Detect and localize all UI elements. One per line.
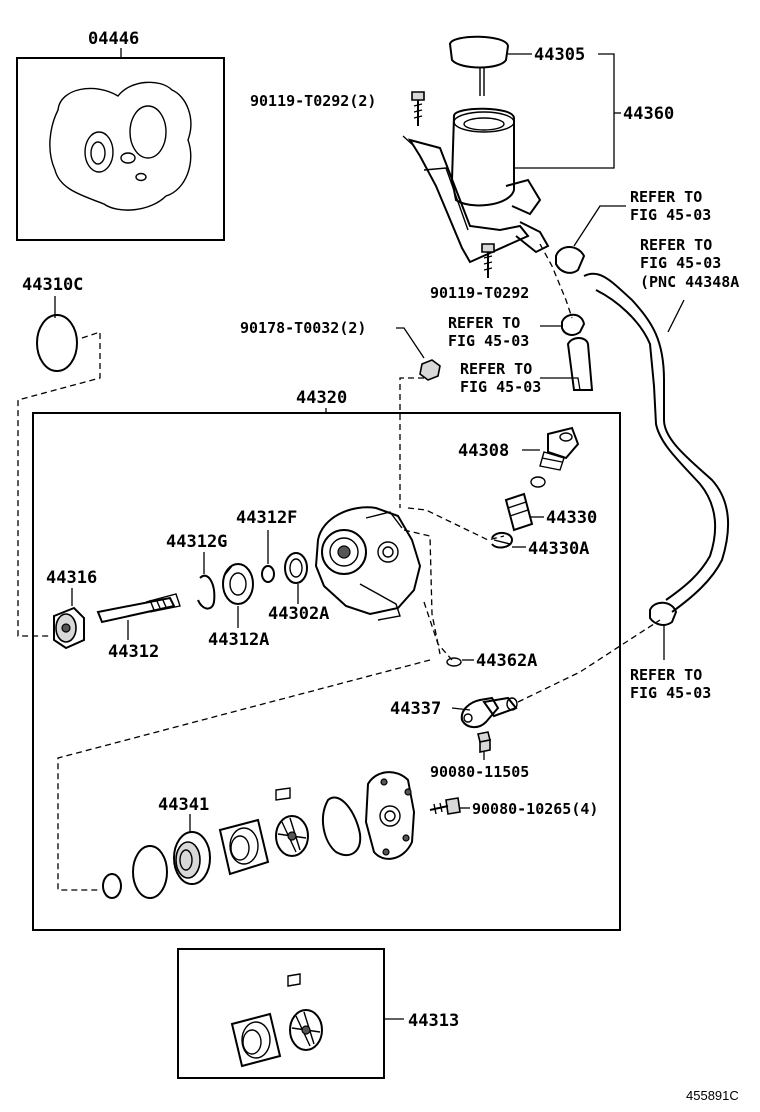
part-label-44302a: 44302A: [268, 604, 329, 624]
rotor-kit: [289, 1009, 323, 1051]
figure-code: 455891C: [686, 1088, 739, 1103]
part-label-44360: 44360: [623, 104, 674, 124]
gasket-hole-oval: [84, 131, 114, 173]
part-label-90080-10265-4: 90080-10265(4): [472, 800, 598, 818]
snap-ring-44312g: [197, 574, 216, 610]
part-label-44313: 44313: [408, 1011, 459, 1031]
gasket-kit-box: [16, 57, 225, 241]
part-label-44312f: 44312F: [236, 508, 297, 528]
bolt-90119-t0292-upper: [411, 91, 425, 126]
part-label-04446: 04446: [88, 29, 139, 49]
union-44308: [539, 426, 580, 471]
part-label-90119-t0292-2: 90119-T0292(2): [250, 92, 376, 110]
ref1-line1: REFER TO: [630, 188, 702, 206]
part-label-44316: 44316: [46, 568, 97, 588]
dashed-leader-oring: [17, 331, 101, 637]
dashed-leader-hose: [539, 243, 573, 319]
ref2-line2: FIG 45-03: [640, 254, 721, 272]
gasket-hole-large: [129, 105, 167, 159]
rotor: [275, 815, 309, 857]
spring-44330a: [491, 532, 514, 549]
bolt-90080-10265: [429, 797, 461, 815]
seal-44302a: [284, 552, 308, 584]
bearing-44312a: [222, 563, 254, 605]
hose-clamp-upper: [555, 246, 586, 274]
o-ring-44310c: [36, 314, 78, 372]
pump-assembly-box: [32, 412, 621, 931]
shaft-44312: [96, 593, 181, 624]
part-label-44308: 44308: [458, 441, 509, 461]
part-label-44330a: 44330A: [528, 539, 589, 559]
reservoir-lower-pipe: [515, 221, 550, 254]
o-ring-large-lower: [132, 845, 168, 899]
ref5-line2: FIG 45-03: [630, 684, 711, 702]
part-label-44305: 44305: [534, 45, 585, 65]
reservoir-cap: [448, 35, 510, 69]
reservoir-tank: [450, 107, 515, 207]
gasket-hole-small: [120, 152, 136, 164]
flow-control-valve-44330: [504, 492, 534, 532]
part-label-44337: 44337: [390, 699, 441, 719]
o-ring-44362a: [446, 657, 462, 667]
reservoir-assembly: [402, 35, 550, 264]
gasket-hole-tiny: [135, 172, 147, 182]
part-label-44312: 44312: [108, 642, 159, 662]
bolt-90119-t0292-lower: [481, 243, 495, 278]
rear-housing: [364, 771, 416, 860]
part-label-44312g: 44312G: [166, 532, 227, 552]
ref2-line1: REFER TO: [640, 236, 712, 254]
gasket-kit-group: [16, 48, 225, 241]
supply-hose-stub: [566, 337, 594, 391]
reservoir-bracket: [407, 138, 530, 264]
part-label-44310c: 44310C: [22, 275, 83, 295]
part-label-90178-t0032-2: 90178-T0032(2): [240, 319, 366, 337]
part-label-44312a: 44312A: [208, 630, 269, 650]
reservoir-outlet-pipe: [505, 178, 542, 216]
side-plate-44341: [173, 831, 211, 885]
part-label-44320: 44320: [296, 388, 347, 408]
cam-ring: [218, 818, 270, 876]
o-ring-44308: [530, 476, 546, 488]
return-hose: [583, 272, 729, 613]
vane: [275, 787, 291, 801]
pump-housing: [314, 506, 422, 621]
ref4-line2: FIG 45-03: [460, 378, 541, 396]
part-label-44330: 44330: [546, 508, 597, 528]
gasket-lower: [321, 796, 362, 857]
ref5-line1: REFER TO: [630, 666, 702, 684]
part-label-90119-t0292: 90119-T0292: [430, 284, 529, 302]
nut-90178-t0032: [419, 359, 441, 381]
ref3-line1: REFER TO: [448, 314, 520, 332]
ref3-line2: FIG 45-03: [448, 332, 529, 350]
pipe-44337: [460, 696, 518, 728]
gasket-hole-ring: [90, 141, 106, 165]
vane-kit: [287, 973, 301, 987]
part-label-44341: 44341: [158, 795, 209, 815]
pulley-44316: [53, 606, 85, 650]
gasket-outline: [49, 81, 192, 211]
cam-ring-kit: [230, 1012, 282, 1068]
bolt-90080-11505: [477, 731, 491, 753]
o-ring-small-lower: [102, 873, 122, 899]
ref1-line2: FIG 45-03: [630, 206, 711, 224]
ref2-line3: (PNC 44348A: [640, 273, 739, 291]
ref4-line1: REFER TO: [460, 360, 532, 378]
repair-kit-box: [177, 948, 385, 1079]
snap-ring-44312f: [261, 565, 275, 583]
part-label-90080-11505: 90080-11505: [430, 763, 529, 781]
hose-clamp-middle: [561, 313, 586, 336]
part-label-44362a: 44362A: [476, 651, 537, 671]
hose-clamp-lower: [649, 601, 678, 626]
